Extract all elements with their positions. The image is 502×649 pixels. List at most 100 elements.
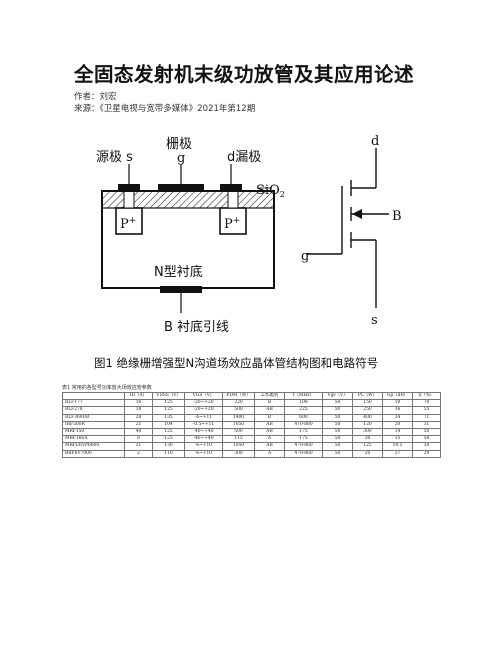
table-cell: 220: [222, 399, 255, 408]
table-cell: MRFE6VP6600: [62, 442, 125, 451]
table-cell: AB: [254, 427, 285, 437]
symbol-label-d: d: [371, 134, 379, 149]
table-header: 工作类别: [254, 391, 285, 401]
symbol-label-g: g: [301, 249, 309, 264]
table-cell: MRF150: [62, 427, 125, 437]
table-cell: -40~+40: [184, 427, 223, 437]
table-cell: 40: [124, 427, 153, 437]
table-cell: 104: [152, 420, 185, 429]
label-gate-symbol: g: [177, 151, 185, 166]
drain-electrode: [220, 184, 242, 192]
table-cell: 225: [284, 406, 323, 415]
table-cell: 470-860: [284, 442, 323, 451]
figure-caption: 图1 绝缘栅增强型N沟道场效应晶体管结构图和电路符号: [94, 356, 379, 370]
table-cell: -6~+11: [184, 413, 223, 422]
article-source: 来源：《卫星电视与宽带多媒体》2021年第12期: [74, 104, 256, 114]
table-cell: 50: [322, 406, 353, 415]
label-p-left: P+: [120, 216, 136, 232]
table-cell: 1050: [222, 420, 255, 429]
table-header: f（MHz）: [284, 391, 323, 401]
label-p-right: P+: [224, 216, 240, 232]
p-well-right: [219, 207, 247, 235]
table-cell: 18: [124, 406, 153, 415]
table-cell: AB: [254, 442, 285, 451]
table-cell: 30: [412, 442, 441, 451]
table-cell: 21: [124, 420, 153, 429]
mosfet-structure-figure: 源极 s 栅极 g d漏极 SiO2 P+ P+ N型衬底 B 衬底引线 d B…: [96, 134, 402, 335]
table-cell: 20: [352, 449, 383, 458]
table-cell: AB: [254, 406, 285, 415]
table-cell: 27: [382, 449, 413, 458]
symbol-label-s: s: [371, 313, 378, 328]
table-cell: 300: [222, 449, 255, 458]
table-cell: BLF369DR: [62, 413, 125, 422]
table-cell: 470-880: [284, 420, 323, 429]
table-cell: 71: [412, 413, 441, 422]
table-cell: A: [254, 449, 285, 458]
table-cell: 125: [152, 427, 185, 437]
table-cell: BRF6V7000: [62, 449, 125, 458]
table-header: Vgs（V）: [322, 391, 353, 401]
table-header: VDSS（V）: [152, 391, 185, 401]
table-cell: 28: [124, 413, 153, 422]
table-cell: 21: [124, 442, 153, 451]
table-cell: 50: [322, 427, 353, 437]
table-cell: -40~+40: [184, 435, 223, 444]
table-cell: 130: [152, 442, 185, 451]
table-header: PDM（W）: [222, 391, 255, 401]
table-cell: 19: [382, 399, 413, 408]
table-cell: 125: [152, 406, 185, 415]
table-cell: 1050: [222, 442, 255, 451]
table-header: PL（W）: [352, 391, 383, 401]
table-cell: 175: [284, 435, 323, 444]
table-cell: BLF278: [62, 406, 125, 415]
table-title: 表1 常用的各型号功率放大场效应管参数: [62, 385, 152, 391]
article-author: 作者：刘宏: [74, 92, 117, 102]
label-substrate-lead: B 衬底引线: [164, 319, 229, 335]
table-cell: MRF166A: [62, 435, 125, 444]
table-cell: 31: [412, 420, 441, 429]
source-electrode: [118, 184, 140, 192]
table-cell: -6~+10: [184, 442, 223, 451]
symbol-label-b: B: [392, 209, 402, 224]
label-gate: 栅极: [166, 137, 192, 152]
table-cell: 2: [124, 449, 153, 458]
table-cell: B: [254, 399, 285, 408]
table-cell: -20~+20: [184, 399, 223, 408]
table-cell: 20: [382, 420, 413, 429]
label-source: 源极 s: [96, 150, 133, 165]
table-cell: 250: [352, 406, 383, 415]
table-cell: 135: [152, 413, 185, 422]
table-header: [62, 391, 125, 401]
table-cell: 400: [352, 413, 383, 422]
table-cell: 24: [382, 413, 413, 422]
table-cell: BLF177: [62, 399, 125, 408]
table-cell: AB: [254, 420, 285, 429]
table-cell: 30: [352, 435, 383, 444]
substrate-electrode: [160, 286, 202, 293]
table-cell: 50: [322, 449, 353, 458]
table-cell: A: [254, 435, 285, 444]
table-cell: 70: [412, 399, 441, 408]
table-header: Gp（dB）: [382, 391, 413, 401]
table-header: η（%）: [412, 391, 441, 401]
table-cell: 15: [382, 435, 413, 444]
arrow-icon: [352, 209, 362, 219]
table-cell: 55: [412, 406, 441, 415]
table-cell: 14: [382, 427, 413, 437]
table-cell: IRF500R: [62, 420, 125, 429]
table-header: VGS（V）: [184, 391, 223, 401]
table-cell: 1400: [222, 413, 255, 422]
table-cell: 8: [124, 435, 153, 444]
table-cell: 29: [412, 449, 441, 458]
table-cell: 125: [152, 435, 185, 444]
table-header-row: ID（A） VDSS（V） VGS（V） PDM（W） 工作类别 f（MHz） …: [62, 391, 441, 401]
label-drain: d漏极: [227, 149, 261, 165]
